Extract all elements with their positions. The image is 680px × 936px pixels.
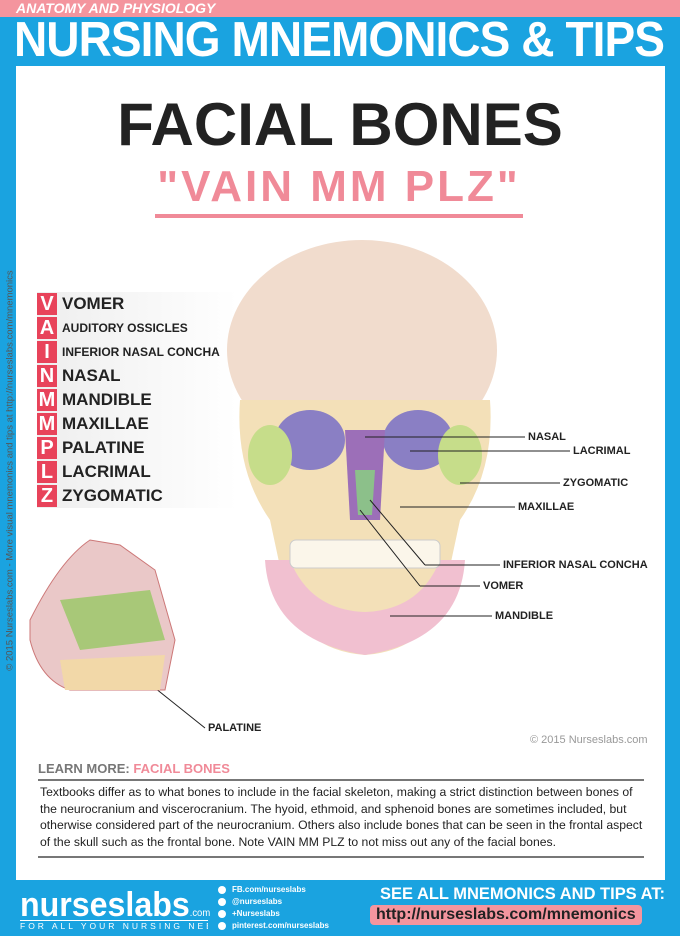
header-title: NURSING MNEMONICS & TIPS: [14, 13, 665, 67]
word: VOMER: [62, 294, 125, 313]
word: ZYGOMATIC: [62, 486, 163, 505]
word: INFERIOR NASAL CONCHA: [62, 345, 220, 359]
label-lacrimal: LACRIMAL: [573, 445, 631, 457]
letter: I: [37, 341, 57, 363]
learn-more-heading: LEARN MORE: FACIAL BONES: [38, 761, 230, 776]
pinterest-link[interactable]: pinterest.com/nurseslabs: [218, 920, 329, 932]
mnemonics-link[interactable]: http://nurseslabs.com/mnemonics: [370, 905, 642, 925]
divider: [38, 779, 644, 781]
list-item: M MAXILLAE: [37, 412, 237, 436]
logo-text: nurseslabs: [20, 886, 190, 924]
cta-text: SEE ALL MNEMONICS AND TIPS AT:: [380, 884, 666, 903]
instagram-link[interactable]: @nurseslabs: [218, 896, 329, 908]
mnemonic-title: "VAIN MM PLZ": [155, 160, 523, 218]
page-title: FACIAL BONES: [117, 91, 563, 158]
list-item: A AUDITORY OSSICLES: [37, 316, 237, 340]
letter: A: [37, 317, 57, 339]
letter: Z: [37, 485, 57, 507]
word: MAXILLAE: [62, 414, 149, 433]
letter: L: [37, 461, 57, 483]
letter: N: [37, 365, 57, 387]
word: PALATINE: [62, 438, 145, 457]
word: LACRIMAL: [62, 462, 151, 481]
list-item: I INFERIOR NASAL CONCHA: [37, 340, 237, 364]
list-item: V VOMER: [37, 292, 237, 316]
list-item: M MANDIBLE: [37, 388, 237, 412]
copyright: © 2015 Nurseslabs.com: [530, 734, 648, 746]
label-palatine: PALATINE: [208, 722, 262, 734]
learn-prefix: LEARN MORE:: [38, 761, 130, 776]
facebook-link[interactable]: FB.com/nurseslabs: [218, 884, 329, 896]
category-bar: ANATOMY AND PHYSIOLOGY: [0, 0, 680, 17]
label-nasal: NASAL: [528, 431, 566, 443]
label-zygomatic: ZYGOMATIC: [563, 477, 629, 489]
learn-topic: FACIAL BONES: [133, 761, 230, 776]
list-item: L LACRIMAL: [37, 460, 237, 484]
list-item: P PALATINE: [37, 436, 237, 460]
label-vomer: VOMER: [483, 580, 524, 592]
social-text: pinterest.com/nurseslabs: [232, 921, 329, 930]
social-text: @nurseslabs: [232, 897, 283, 906]
letter: V: [37, 293, 57, 315]
label-concha: INFERIOR NASAL CONCHA: [503, 559, 648, 571]
label-maxillae: MAXILLAE: [518, 501, 575, 513]
instagram-icon: [218, 897, 226, 906]
word: NASAL: [62, 366, 121, 385]
category-label: ANATOMY AND PHYSIOLOGY: [16, 0, 216, 16]
letter: M: [37, 389, 57, 411]
list-item: Z ZYGOMATIC: [37, 484, 237, 508]
logo-suffix: .com: [189, 908, 211, 919]
list-item: N NASAL: [37, 364, 237, 388]
letter: M: [37, 413, 57, 435]
word: AUDITORY OSSICLES: [62, 321, 188, 335]
nurseslabs-logo[interactable]: nurseslabs.com: [20, 888, 210, 931]
mnemonic-list: V VOMER A AUDITORY OSSICLES I INFERIOR NASA…: [37, 292, 237, 508]
divider: [38, 856, 644, 858]
googleplus-link[interactable]: +Nurseslabs: [218, 908, 329, 920]
learn-text: Textbooks differ as to what bones to inc…: [40, 785, 643, 849]
social-links: FB.com/nurseslabs @nurseslabs +Nurseslab…: [218, 884, 329, 932]
social-text: +Nurseslabs: [232, 909, 280, 918]
tagline: FOR ALL YOUR NURSING NEEDS: [20, 920, 208, 931]
pinterest-icon: [218, 921, 226, 930]
word: MANDIBLE: [62, 390, 152, 409]
letter: P: [37, 437, 57, 459]
social-text: FB.com/nurseslabs: [232, 885, 306, 894]
label-mandible: MANDIBLE: [495, 610, 554, 622]
googleplus-icon: [218, 909, 226, 918]
facebook-icon: [218, 885, 226, 894]
